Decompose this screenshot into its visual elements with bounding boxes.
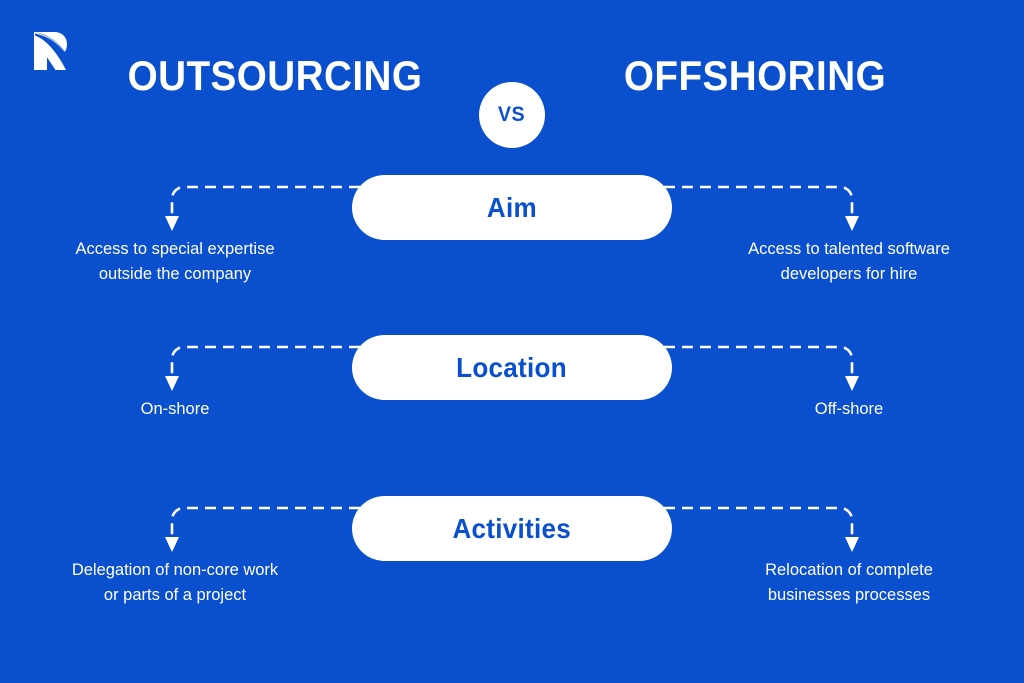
connector-left-arrow-icon	[165, 345, 360, 391]
offshoring-detail-location: Off-shore	[814, 400, 884, 418]
connector-left-arrow-icon	[165, 185, 360, 231]
connector-left-arrow-icon	[165, 506, 360, 552]
pill-label: Location	[456, 351, 568, 383]
outsourcing-detail-location: On-shore	[140, 400, 210, 418]
pill-activities[interactable]: Activities	[352, 496, 672, 561]
connector-right-arrow-icon	[664, 185, 859, 231]
pill-label: Activities	[452, 512, 572, 544]
offshoring-detail-aim: Access to talented software developers f…	[748, 240, 950, 283]
pill-label: Aim	[486, 191, 538, 223]
connector-right-arrow-icon	[664, 506, 859, 552]
outsourcing-detail-activities: Delegation of non-core work or parts of …	[71, 561, 279, 604]
header: OUTSOURCING VS OFFSHORING	[0, 40, 1024, 148]
brand-logo-icon	[26, 26, 74, 74]
versus-label: VS	[498, 103, 526, 126]
title-outsourcing: OUTSOURCING	[127, 52, 423, 99]
comparison-row: Aim Access to special expertise outside …	[0, 175, 1024, 335]
comparison-row: Location On-shore Off-shore	[0, 335, 1024, 495]
comparison-row: Activities Delegation of non-core work o…	[0, 496, 1024, 656]
connector-right-arrow-icon	[664, 345, 859, 391]
pill-location[interactable]: Location	[352, 335, 672, 400]
outsourcing-detail-aim: Access to special expertise outside the …	[75, 240, 275, 283]
title-offshoring: OFFSHORING	[623, 52, 887, 99]
pill-aim[interactable]: Aim	[352, 175, 672, 240]
versus-badge: VS	[479, 82, 545, 148]
offshoring-detail-activities: Relocation of complete businesses proces…	[765, 561, 933, 604]
